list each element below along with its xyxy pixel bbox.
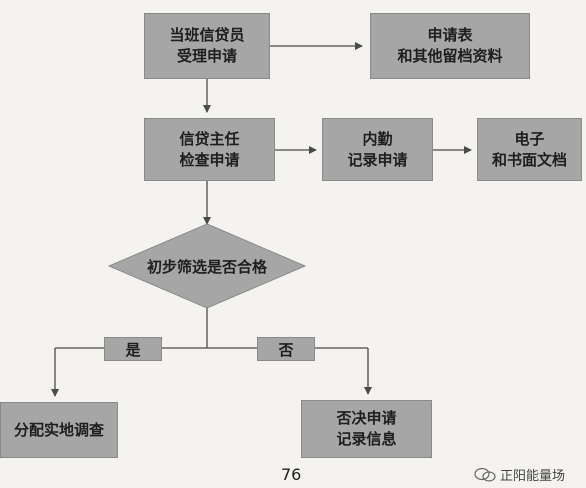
- node-review-line2: 检查申请: [179, 150, 240, 169]
- node-archive-line1: 申请表: [427, 26, 473, 44]
- decision-diamond: [107, 223, 307, 309]
- watermark-text: 正阳能量场: [500, 469, 566, 484]
- node-record-application: 内勤 记录申请: [322, 118, 433, 181]
- node-review-line1: 信贷主任: [179, 129, 240, 148]
- node-archive-materials: 申请表 和其他留档资料: [370, 13, 530, 79]
- chat-bubble-icon: [474, 467, 496, 482]
- node-record-line1: 内勤: [362, 129, 393, 148]
- node-docs-line2: 和书面文档: [491, 150, 567, 169]
- node-accept-application: 当班信贷员 受理申请: [144, 13, 270, 79]
- node-survey-line1: 分配实地调查: [13, 420, 104, 439]
- node-docs-line1: 电子: [514, 129, 545, 148]
- branch-no-label: 否: [257, 337, 315, 361]
- node-reject-line1: 否决申请: [336, 409, 397, 427]
- page-number: 76: [281, 465, 302, 484]
- node-reject-application: 否决申请 记录信息: [301, 400, 432, 458]
- decision-label: 初步筛选是否合格: [146, 257, 267, 276]
- branch-yes-label: 是: [104, 337, 162, 361]
- node-record-line2: 记录申请: [347, 150, 408, 169]
- node-electronic-paper-docs: 电子 和书面文档: [477, 118, 582, 181]
- node-accept-line2: 受理申请: [176, 47, 237, 65]
- node-archive-line2: 和其他留档资料: [397, 47, 503, 65]
- node-reject-line2: 记录信息: [336, 430, 397, 448]
- watermark: 正阳能量场: [474, 465, 565, 484]
- node-field-survey: 分配实地调查: [0, 402, 118, 458]
- node-review-application: 信贷主任 检查申请: [144, 118, 275, 181]
- node-accept-line1: 当班信贷员: [169, 26, 245, 44]
